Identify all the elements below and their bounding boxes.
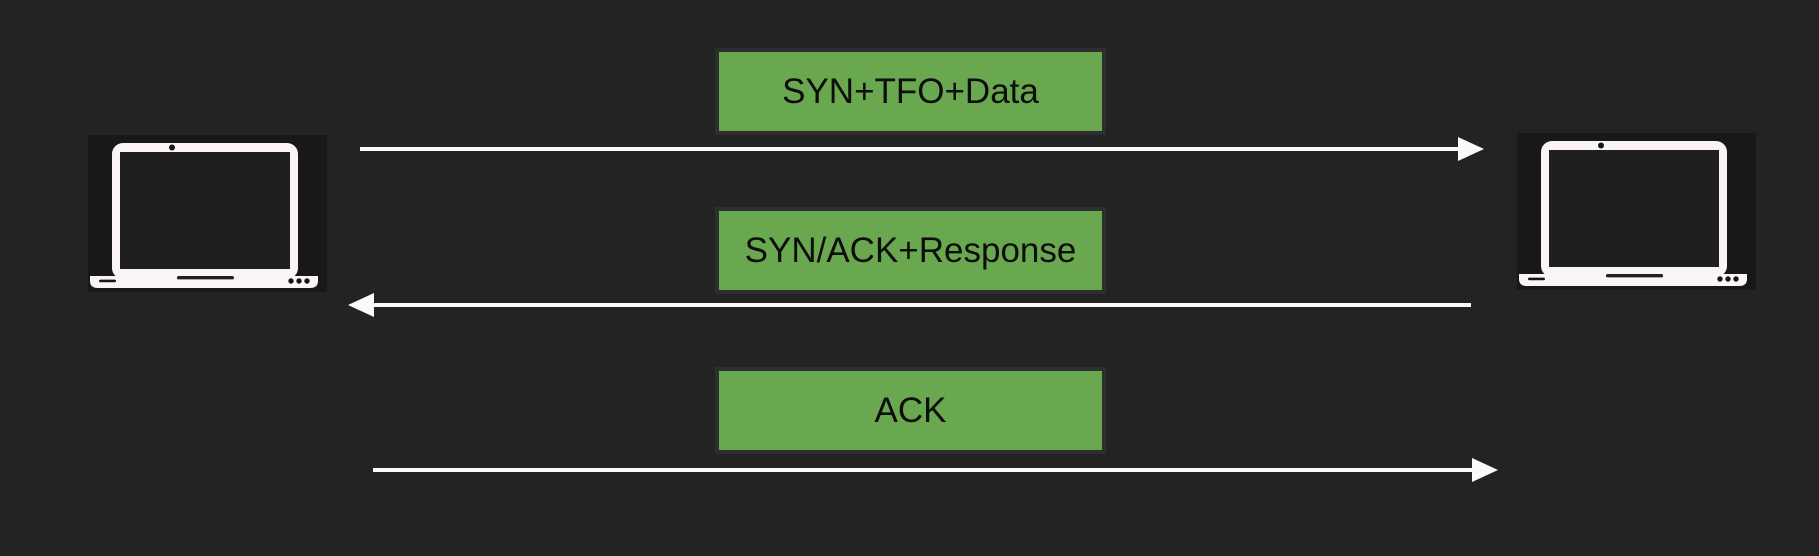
message-label-1: SYN+TFO+Data — [782, 71, 1039, 111]
arrow-line-1 — [360, 147, 1462, 151]
right-host-node — [1517, 133, 1756, 290]
arrow-right-icon — [1458, 137, 1484, 161]
message-box-1: SYN+TFO+Data — [715, 48, 1106, 135]
message-label-3: ACK — [874, 390, 947, 430]
laptop-icon — [90, 143, 318, 288]
message-label-2: SYN/ACK+Response — [744, 230, 1077, 270]
arrow-right-icon — [1472, 458, 1498, 482]
arrow-line-2 — [372, 303, 1471, 307]
arrow-left-icon — [348, 293, 374, 317]
arrow-line-3 — [373, 468, 1474, 472]
left-host-node — [88, 135, 327, 292]
message-box-3: ACK — [715, 367, 1106, 454]
laptop-icon — [1519, 141, 1747, 286]
message-box-2: SYN/ACK+Response — [715, 207, 1106, 294]
